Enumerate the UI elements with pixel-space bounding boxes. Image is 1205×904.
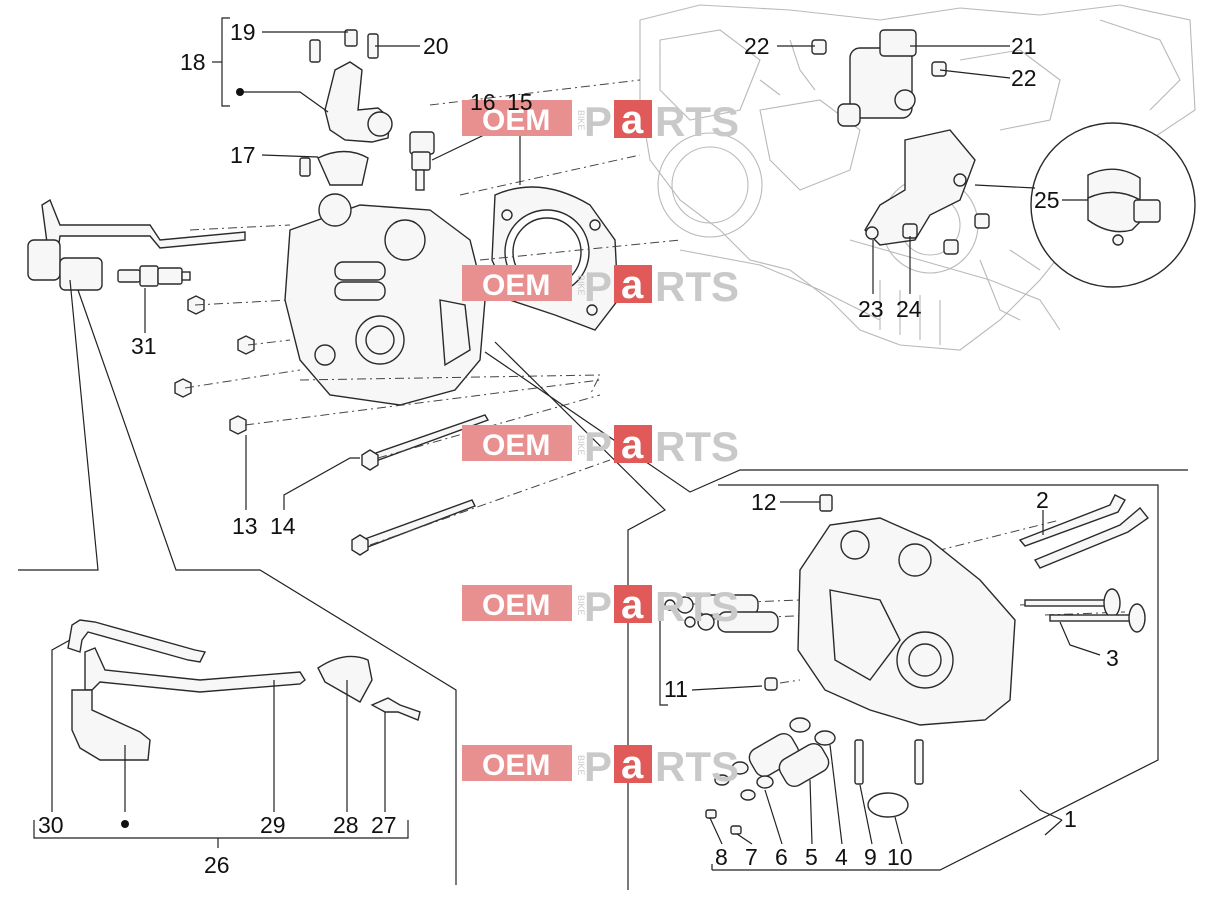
svg-text:OEM: OEM [482, 589, 550, 622]
label-24: 24 [896, 296, 922, 322]
watermark-a: a [621, 98, 644, 142]
bolts-22-24 [811, 39, 990, 255]
svg-text:P: P [584, 263, 612, 310]
alignment-lines [184, 79, 1126, 684]
studs [351, 414, 490, 556]
label-29: 29 [260, 812, 286, 838]
label-21: 21 [1011, 33, 1037, 59]
svg-text:BIKE: BIKE [576, 275, 586, 296]
svg-text:OEM: OEM [482, 269, 550, 302]
svg-text:RTS: RTS [655, 263, 739, 310]
cylinder-head-upper [284, 193, 486, 406]
actuator-assembly [837, 29, 976, 246]
svg-text:RTS: RTS [655, 423, 739, 470]
label-18: 18 [180, 49, 206, 75]
nuts [174, 295, 255, 435]
svg-text:a: a [621, 583, 644, 627]
svg-text:a: a [621, 423, 644, 467]
svg-text:a: a [621, 263, 644, 307]
label-3: 3 [1106, 645, 1119, 671]
svg-text:BIKE: BIKE [576, 435, 586, 456]
label-25: 25 [1034, 187, 1060, 213]
svg-text:RTS: RTS [655, 743, 739, 790]
part-labels: 1 2 3 4 5 6 7 8 9 10 11 12 13 14 15 16 1… [38, 19, 1119, 878]
label-10: 10 [887, 844, 913, 870]
cylinder-head-detail [764, 494, 1016, 726]
watermark-bike: BIKE [576, 110, 586, 131]
label-30: 30 [38, 812, 64, 838]
label-20: 20 [423, 33, 449, 59]
clip-detail-circle [974, 122, 1196, 288]
label-5: 5 [805, 844, 818, 870]
svg-text:BIKE: BIKE [576, 595, 586, 616]
watermark-rts: RTS [655, 98, 739, 145]
label-22-top: 22 [744, 33, 770, 59]
label-2: 2 [1036, 487, 1049, 513]
watermark-5: OEM P a RTS BIKE [462, 743, 739, 790]
svg-text:BIKE: BIKE [576, 755, 586, 776]
svg-text:OEM: OEM [482, 749, 550, 782]
svg-text:RTS: RTS [655, 583, 739, 630]
watermark-4: OEM P a RTS BIKE [462, 583, 739, 630]
label-1: 1 [1064, 806, 1077, 832]
label-13: 13 [232, 513, 258, 539]
label-7: 7 [745, 844, 758, 870]
watermark-oem: OEM [482, 104, 550, 137]
label-26: 26 [204, 852, 230, 878]
temperature-sensor [409, 131, 435, 191]
label-14: 14 [270, 513, 296, 539]
thermostat-group [299, 29, 393, 186]
label-22-right: 22 [1011, 65, 1037, 91]
svg-text:P: P [584, 423, 612, 470]
label-23: 23 [858, 296, 884, 322]
label-12: 12 [751, 489, 777, 515]
label-15: 15 [507, 89, 533, 115]
label-31: 31 [131, 333, 157, 359]
spark-plug [117, 265, 191, 287]
svg-text:OEM: OEM [482, 429, 550, 462]
valves [1018, 494, 1150, 633]
watermark-p: P [584, 98, 612, 145]
svg-text:P: P [584, 743, 612, 790]
label-28: 28 [333, 812, 359, 838]
watermark-3: OEM P a RTS BIKE [462, 423, 739, 470]
watermark-1: OEM P a RTS BIKE [462, 98, 739, 145]
label-17: 17 [230, 142, 256, 168]
dowels-oring [854, 739, 924, 818]
label-19: 19 [230, 19, 256, 45]
svg-text:P: P [584, 583, 612, 630]
label-8: 8 [715, 844, 728, 870]
watermark-2: OEM P a RTS BIKE [462, 263, 739, 310]
label-11: 11 [664, 676, 688, 702]
svg-text:a: a [621, 743, 644, 787]
label-16: 16 [470, 89, 496, 115]
label-9: 9 [864, 844, 877, 870]
hose-assembly [67, 619, 421, 761]
label-4: 4 [835, 844, 848, 870]
label-27: 27 [371, 812, 397, 838]
valve-springs-lower [705, 717, 836, 835]
label-6: 6 [775, 844, 788, 870]
valve-springs-upper [664, 594, 779, 633]
